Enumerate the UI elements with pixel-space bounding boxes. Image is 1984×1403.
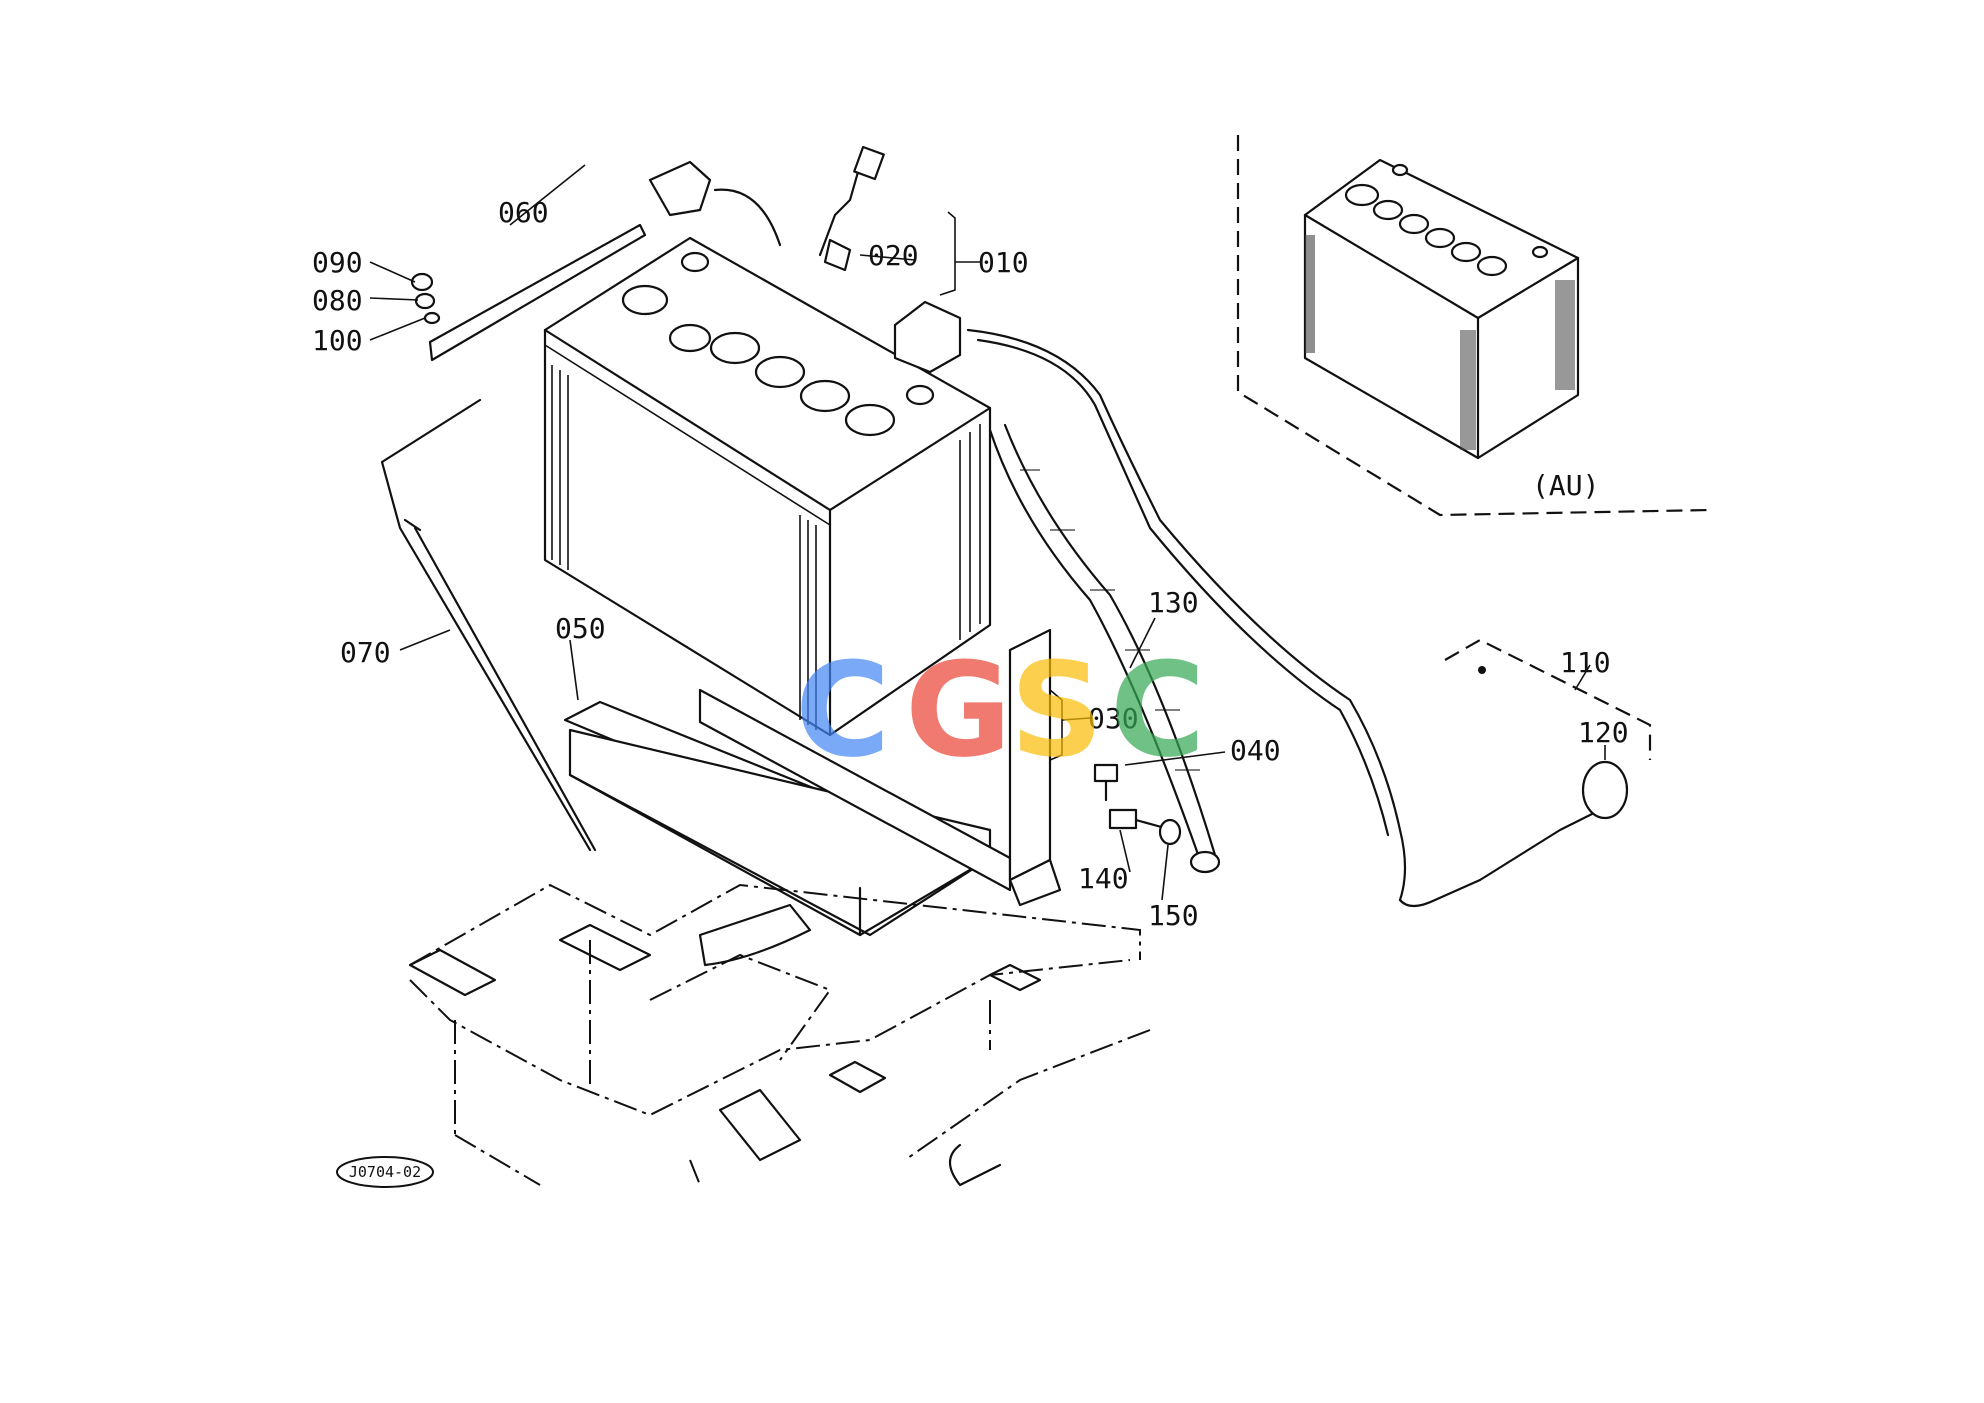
positive-cable xyxy=(966,328,1407,902)
label-020: 020 xyxy=(868,239,919,272)
drawing-reference: J0704-02 xyxy=(336,1156,434,1188)
label-030: 030 xyxy=(1088,702,1139,735)
hold-down-rod xyxy=(380,398,597,852)
watermark-letter-c1: C xyxy=(795,634,890,786)
drawing-ref-text: J0704-02 xyxy=(349,1163,421,1181)
battery-terminal-cap xyxy=(1581,760,1629,820)
bolt-assembly xyxy=(1093,763,1182,846)
watermark-letter-g: G xyxy=(905,634,1012,786)
label-060: 060 xyxy=(498,196,549,229)
label-140: 140 xyxy=(1078,862,1129,895)
label-090: 090 xyxy=(312,246,363,279)
leader-lines xyxy=(369,164,1606,901)
label-080: 080 xyxy=(312,284,363,317)
au-battery-variant: (AU) xyxy=(1236,135,1711,517)
watermark-letter-s: S xyxy=(1010,634,1104,786)
label-010: 010 xyxy=(978,246,1029,279)
label-070: 070 xyxy=(340,636,391,669)
au-variant-label: (AU) xyxy=(1532,469,1599,502)
ground-strap xyxy=(988,428,1202,862)
battery-tray xyxy=(563,688,1012,937)
part-labels: 060 090 080 100 020 010 070 050 030 040 … xyxy=(312,196,1629,932)
watermark-letter-c2: C xyxy=(1110,634,1205,786)
label-050: 050 xyxy=(555,612,606,645)
label-150: 150 xyxy=(1148,899,1199,932)
label-040: 040 xyxy=(1230,734,1281,767)
label-110: 110 xyxy=(1560,646,1611,679)
label-120: 120 xyxy=(1578,716,1629,749)
hold-down-bar xyxy=(410,223,647,362)
label-130: 130 xyxy=(1148,586,1199,619)
label-100: 100 xyxy=(312,324,363,357)
battery-bracket xyxy=(1008,628,1062,907)
main-battery xyxy=(543,145,992,737)
tractor-frame xyxy=(408,883,1151,1187)
watermark-logo: C G S C xyxy=(795,634,1205,786)
